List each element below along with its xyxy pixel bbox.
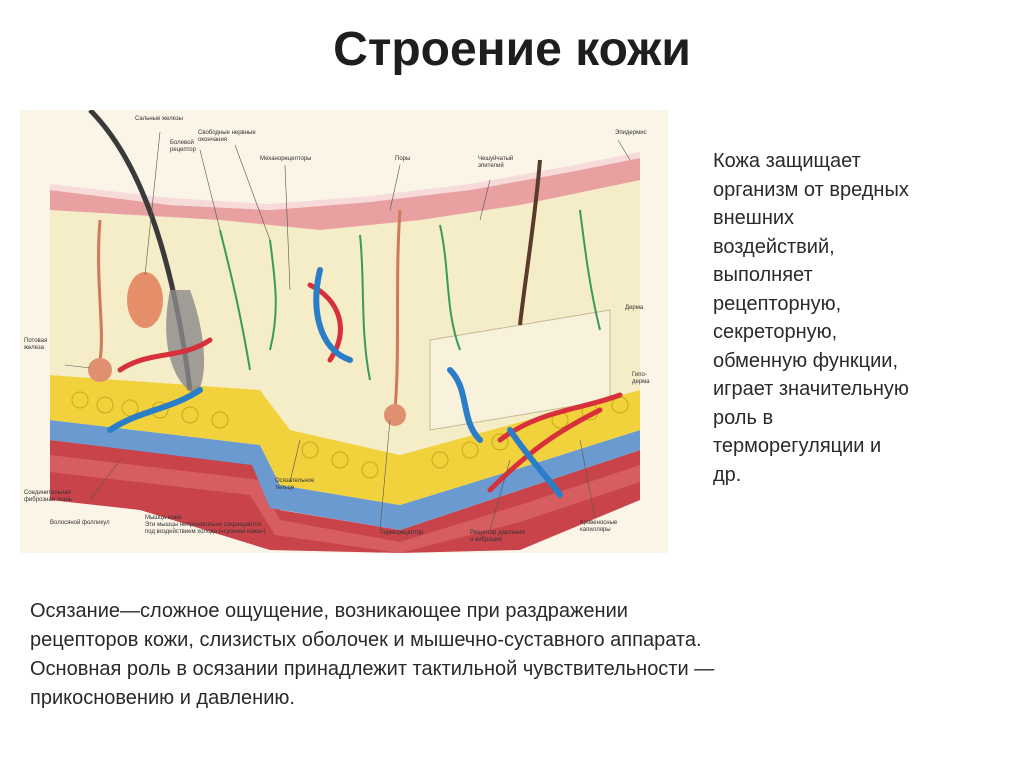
label-free-nerve-endings: Свободные нервные окончания	[198, 130, 256, 143]
fat-cells	[71, 391, 629, 479]
label-thermoreceptor: Терморецептор	[380, 530, 424, 536]
label-pores: Поры	[395, 156, 411, 162]
label-mechanoreceptors: Механорецепторы	[260, 156, 312, 162]
sweat-gland-coil-2	[384, 404, 406, 426]
label-dermis: Дерма	[625, 305, 644, 311]
muscle-layer-light	[50, 455, 640, 553]
label-pain-receptor: Болевой рецептор	[170, 140, 196, 153]
veins	[107, 267, 563, 498]
label-hair-follicle: Волосяной фолликул	[50, 520, 110, 526]
label-scaly-epithelium: Чешуйчатый эпителий	[478, 156, 514, 169]
epidermis-layer	[50, 158, 640, 230]
hair-shaft-right	[518, 159, 542, 326]
label-capillaries: Кровеносные капилляры	[580, 520, 618, 533]
skin-structure-diagram: Сальные железы Болевой рецептор Свободны…	[20, 110, 668, 553]
leader-lines	[64, 131, 631, 531]
sebaceous-gland	[127, 272, 163, 328]
fat-layer	[50, 375, 640, 505]
stratum-corneum	[50, 152, 640, 210]
label-epidermis: Эпидермис	[615, 130, 647, 136]
label-skin-muscle: Мышца кожи. Эти мышцы непроизвольно сокр…	[145, 515, 266, 535]
sweat-gland-duct	[97, 219, 103, 361]
label-sebaceous-glands: Сальные железы	[135, 116, 183, 122]
label-connective-tissue: Соединительная фиброзная ткань	[24, 490, 72, 503]
slide-title: Строение кожи	[333, 23, 691, 76]
label-sweat-gland: Потовая железа	[24, 338, 48, 351]
nerves	[219, 209, 601, 381]
touch-description: Осязание—сложное ощущение, возникающее п…	[30, 600, 715, 709]
fascia-band	[50, 420, 640, 530]
sweat-duct-2	[393, 209, 402, 411]
label-hypodermis: Гипо- дерма	[632, 372, 650, 385]
side-description: Кожа защищает организм от вредных внешни…	[713, 150, 909, 486]
label-pressure-receptor: Рецептор давления и вибрации	[470, 530, 525, 543]
label-tactile-body: Осязательное тельце	[275, 478, 315, 491]
skin-illustration	[50, 110, 640, 553]
sweat-gland-coil	[88, 358, 112, 382]
hair-follicle-shape	[166, 290, 205, 395]
